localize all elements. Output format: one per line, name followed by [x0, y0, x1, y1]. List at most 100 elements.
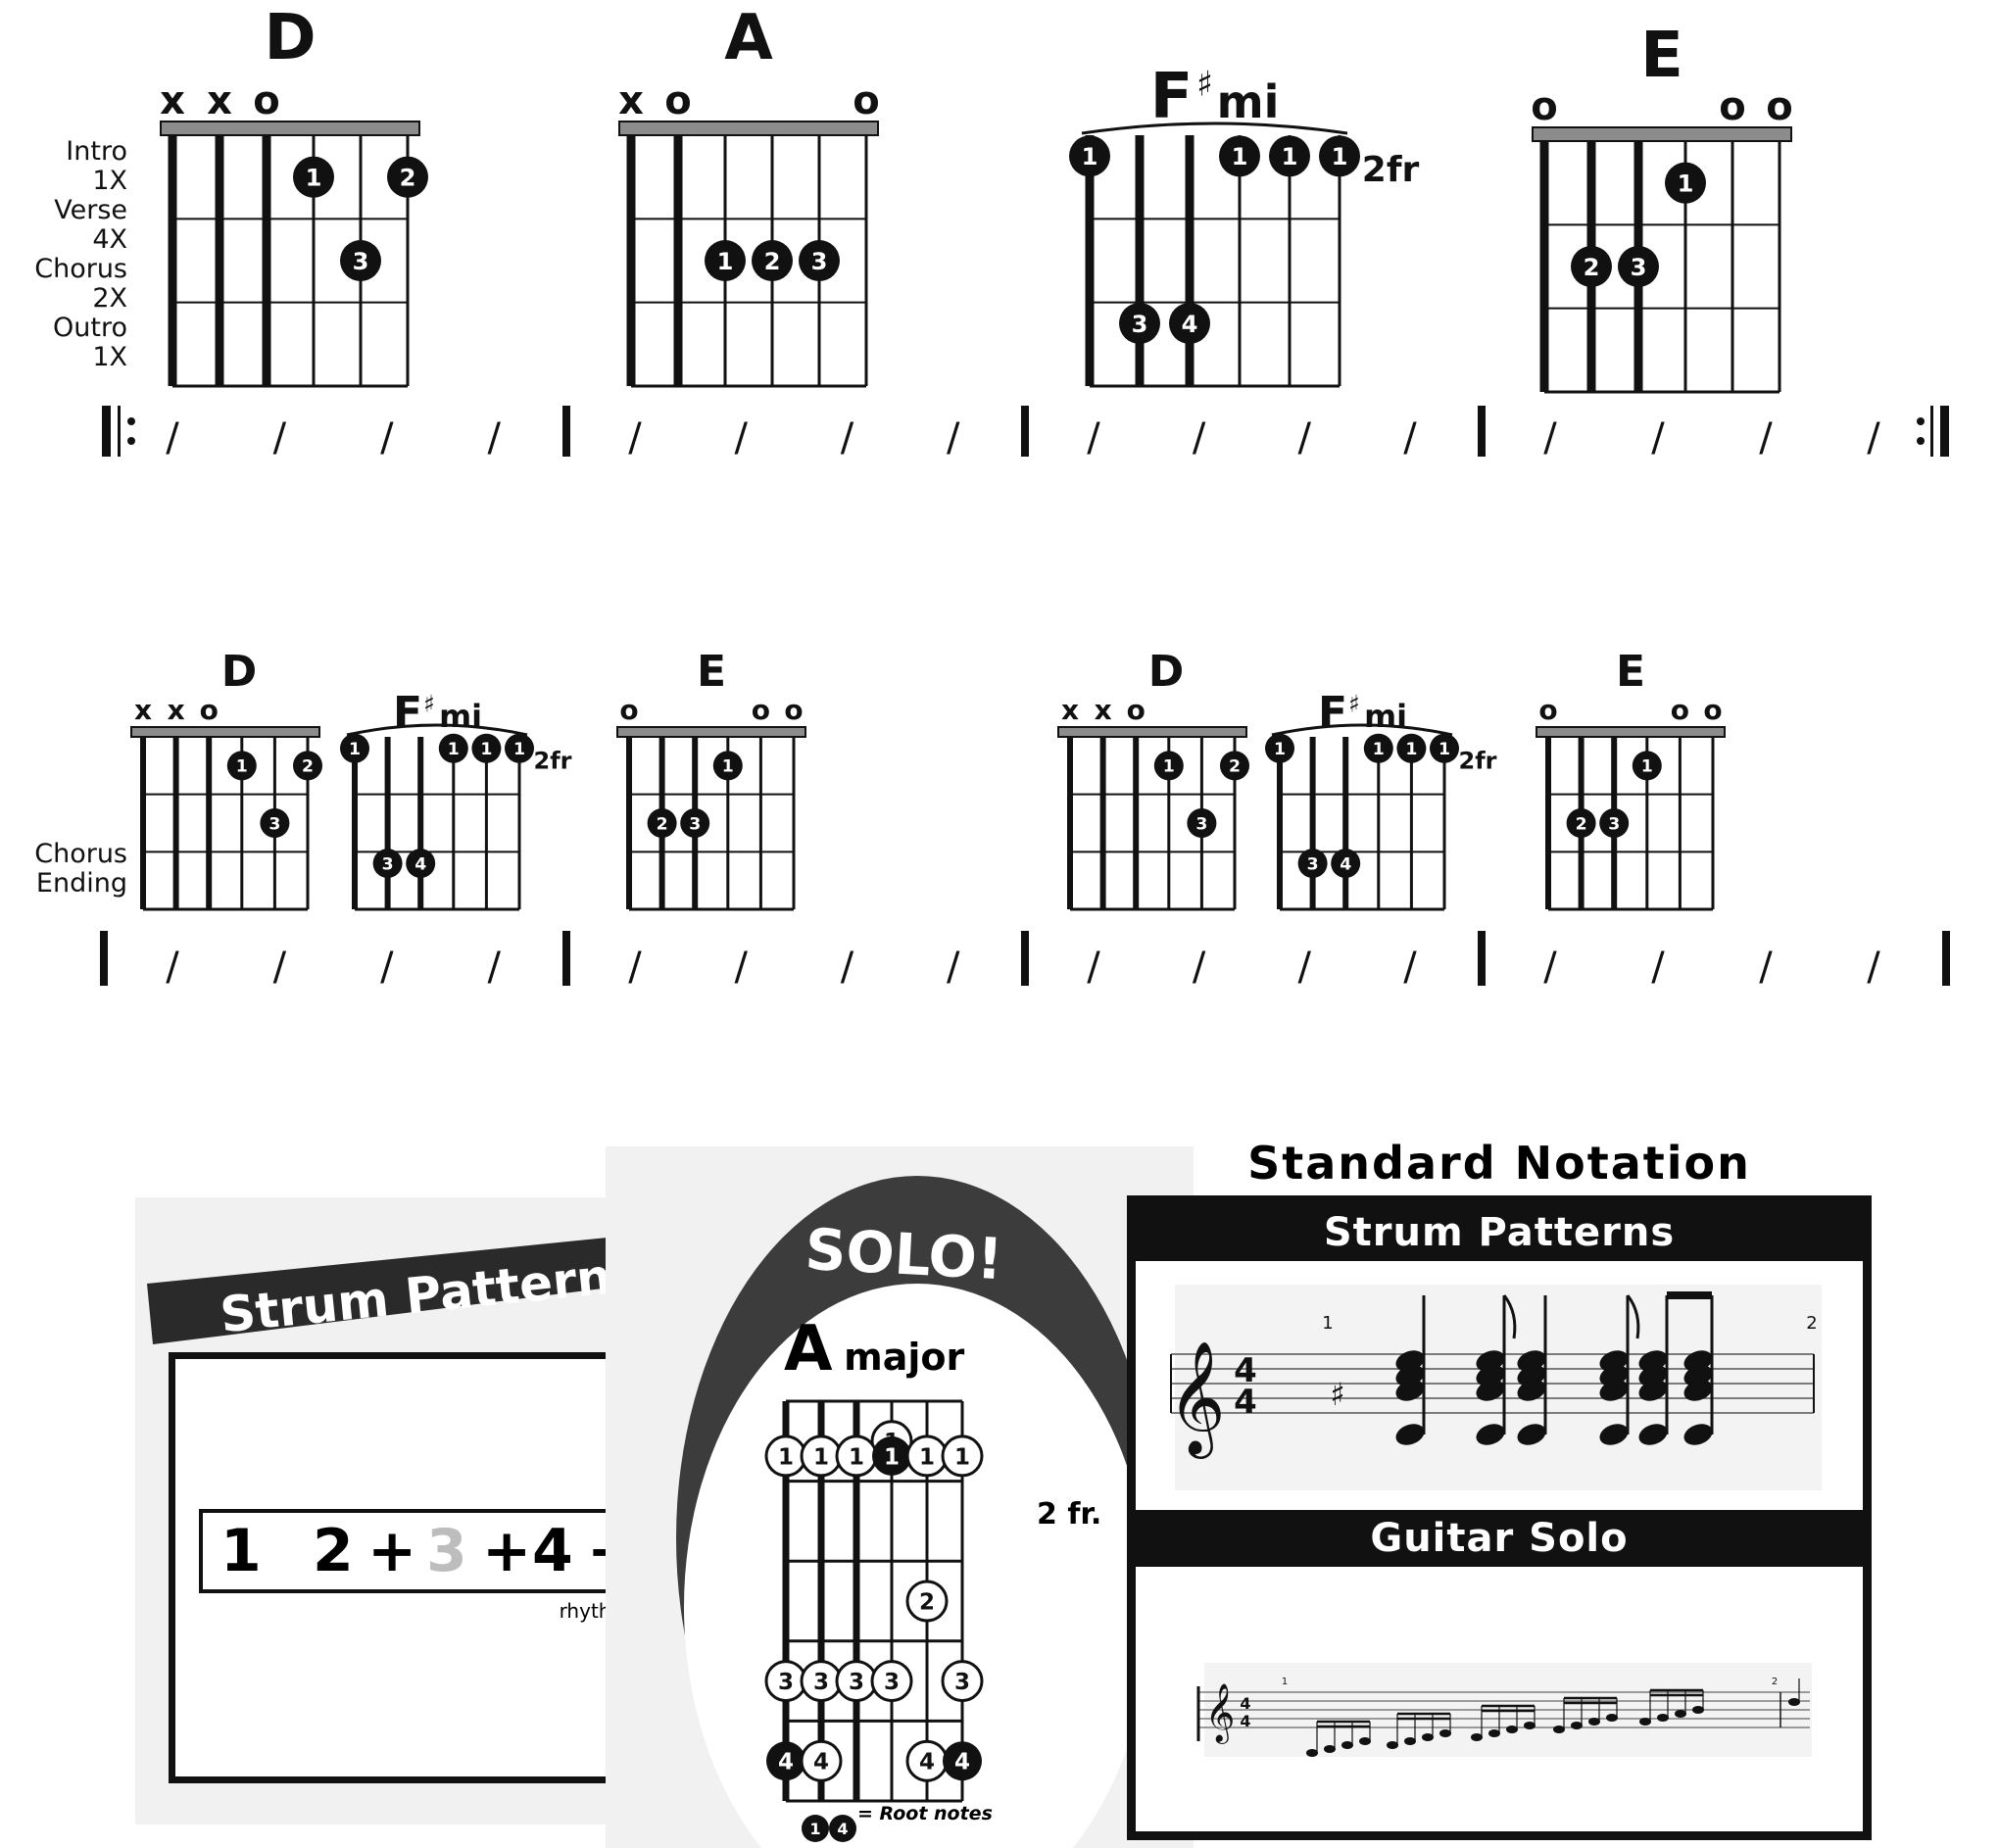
solo-notehead	[1324, 1745, 1336, 1753]
finger-number: 2	[1576, 814, 1587, 834]
solo-notehead	[1387, 1741, 1398, 1749]
legend-dot	[802, 1815, 829, 1842]
repeat-dot	[127, 437, 135, 445]
chord-name: F	[1318, 688, 1347, 738]
chord-nut	[160, 121, 420, 136]
bar-line	[1021, 406, 1029, 457]
finger-number: 2	[302, 757, 314, 777]
solo-notehead	[1488, 1729, 1500, 1737]
slash-measure-row: ////////////////	[100, 931, 1950, 990]
solo-notehead	[1306, 1749, 1318, 1757]
finger-dot	[1297, 849, 1328, 879]
repeat-bar-thick	[102, 406, 111, 457]
chord-notehead	[1683, 1380, 1713, 1401]
finger-number: 1	[1641, 757, 1653, 777]
chord-notehead	[1683, 1424, 1713, 1445]
rhythm-slash: /	[487, 415, 501, 461]
finger-dot	[1153, 751, 1184, 781]
rhythm-slash: /	[1543, 945, 1557, 990]
string-mark: x	[160, 78, 185, 123]
rhythm-slash: /	[1867, 945, 1880, 990]
rhythm-slash: /	[1403, 415, 1417, 461]
finger-number: 3	[811, 248, 828, 275]
string-mark: o	[1127, 694, 1146, 726]
finger-number: 3	[954, 1670, 970, 1695]
rhythm-slash: /	[1651, 415, 1665, 461]
finger-dot	[1363, 733, 1393, 763]
finger-dot	[1069, 135, 1110, 177]
string-mark: o	[853, 78, 879, 123]
sixteenth-group	[1553, 1696, 1618, 1733]
rhythm-slash: /	[487, 945, 501, 990]
chord-name: D	[221, 647, 258, 697]
solo-oval-inner	[684, 1284, 1150, 1848]
string-mark: o	[1538, 694, 1557, 726]
note-beam	[1667, 1291, 1712, 1299]
strum-beat: 4	[532, 1517, 575, 1585]
section-label: Intro	[66, 136, 127, 167]
finger-number: 1	[954, 1444, 970, 1470]
rhythm-slash: /	[734, 945, 748, 990]
finger-dot	[1396, 733, 1427, 763]
rhythm-slash: /	[841, 945, 854, 990]
finger-dot	[1169, 303, 1210, 344]
rhythm-slash: /	[380, 945, 394, 990]
string-mark: o	[1766, 84, 1792, 129]
solo-notehead	[1359, 1737, 1371, 1745]
strum-beat-muted: 3	[426, 1517, 469, 1585]
chord-name: F	[1150, 61, 1194, 133]
section-label: Verse	[54, 195, 127, 225]
finger-dot	[372, 849, 403, 879]
rhythm-slash: /	[1543, 415, 1557, 461]
rhythm-slash: /	[947, 945, 960, 990]
rhythm-slash: /	[1298, 945, 1312, 990]
string-mark: o	[1703, 694, 1722, 726]
chord-notehead	[1476, 1380, 1505, 1401]
finger-number: 3	[1132, 311, 1148, 338]
solo-notehead	[1341, 1741, 1353, 1749]
repeat-bar-thick	[1940, 406, 1949, 457]
finger-number: 1	[480, 740, 492, 759]
string-mark: x	[134, 694, 152, 726]
finger-dot	[647, 808, 677, 838]
measure-number: 1	[1282, 1677, 1288, 1687]
finger-dot	[340, 240, 381, 281]
scale-note	[870, 1660, 913, 1703]
finger-dot	[1618, 246, 1659, 287]
chord-name: E	[1640, 20, 1683, 92]
finger-number: 1	[349, 740, 361, 759]
chord-name: E	[697, 647, 726, 697]
finger-number: 2	[764, 248, 781, 275]
chord-nut	[1057, 726, 1247, 738]
chord-name: D	[264, 2, 316, 74]
notation-solo-header: Guitar Solo	[1136, 1510, 1863, 1567]
string-mark: o	[1719, 84, 1745, 129]
string-mark: o	[752, 694, 770, 726]
finger-number: 3	[813, 1670, 829, 1695]
chord-suffix: mi	[1364, 700, 1407, 735]
rhythm-slash: /	[628, 415, 642, 461]
chord-suffix: mi	[1217, 75, 1280, 128]
finger-dot	[406, 849, 436, 879]
legend-dot	[829, 1815, 856, 1842]
finger-dot	[1430, 733, 1459, 763]
rhythm-slash: /	[1087, 945, 1100, 990]
finger-number: 1	[1405, 740, 1417, 759]
rhythm-slash: /	[841, 415, 854, 461]
scale-note	[943, 1741, 982, 1781]
finger-number: 3	[268, 814, 280, 834]
scale-note	[941, 1435, 984, 1478]
sixteenth-group	[1471, 1704, 1536, 1741]
time-sig-top: 4	[1240, 1694, 1250, 1713]
chord-notehead	[1599, 1380, 1629, 1401]
solo-fret-label: 2 fr.	[1037, 1497, 1102, 1532]
rhythm-slash: /	[273, 945, 287, 990]
string-mark: o	[200, 694, 219, 726]
fret-label: 2fr	[1459, 747, 1497, 774]
